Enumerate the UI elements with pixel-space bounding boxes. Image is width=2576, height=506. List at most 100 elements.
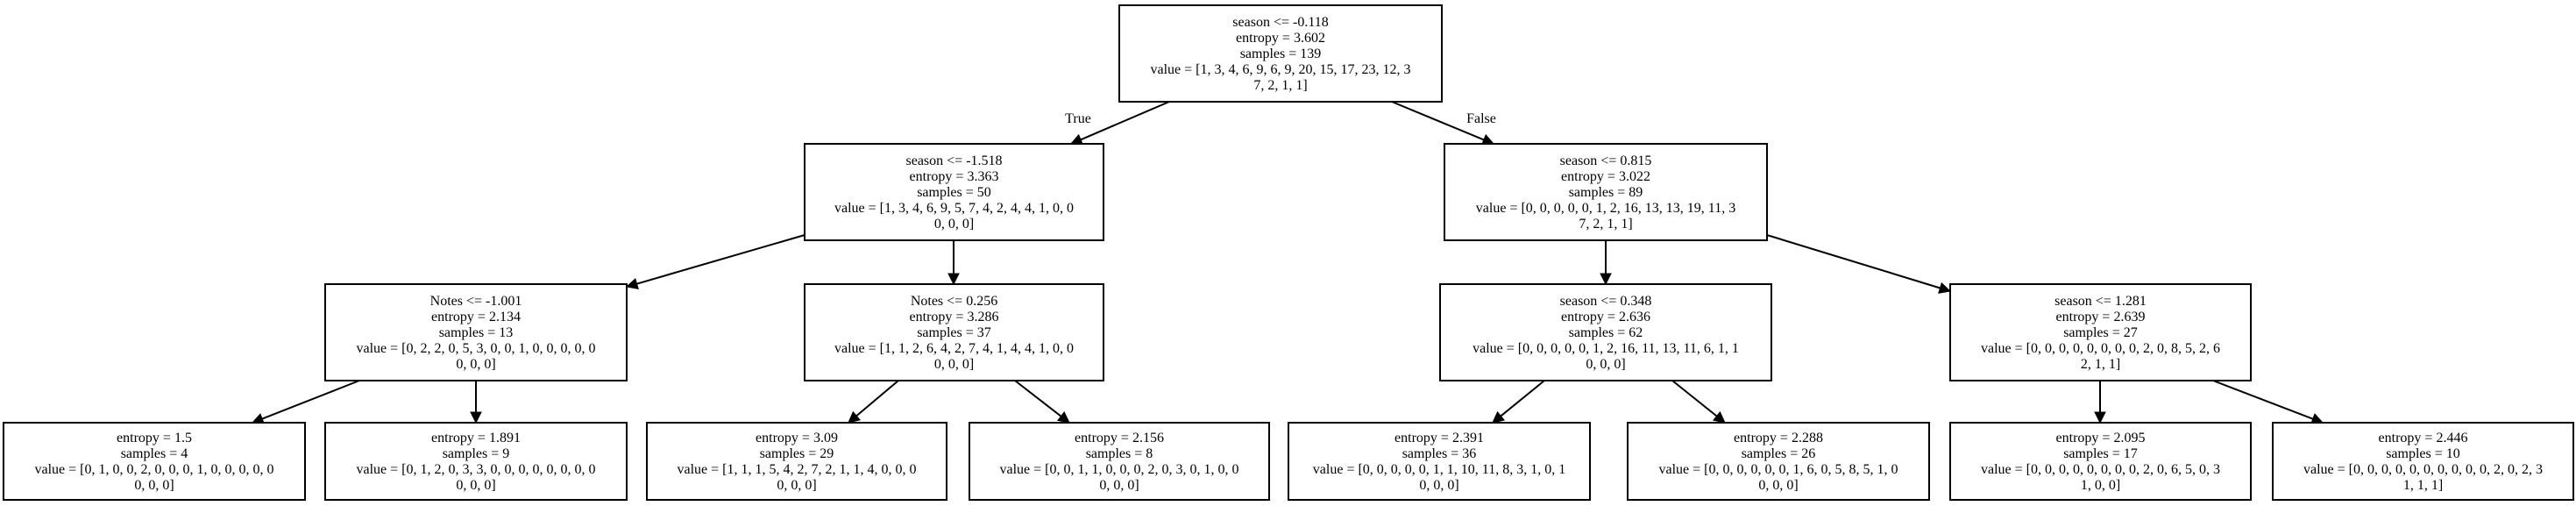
node-text-line: samples = 10 <box>2386 446 2460 461</box>
node-box <box>804 283 1104 381</box>
edge-n1-n2 <box>625 234 805 290</box>
node-text-line: 0, 0, 0] <box>456 357 495 372</box>
node-text-line: 0, 0, 0] <box>1099 478 1139 493</box>
node-text-line: value = [0, 0, 0, 0, 0, 0, 0, 0, 2, 0, 8… <box>1981 341 2220 356</box>
node-text-line: season <= -0.118 <box>1232 15 1328 30</box>
edge-n8-n9 <box>1600 240 1612 286</box>
node-text-line: value = [0, 0, 1, 1, 0, 0, 0, 2, 0, 3, 0… <box>1000 462 1239 477</box>
node-box <box>804 143 1104 241</box>
arrowhead-icon <box>625 277 639 290</box>
edge-n8-n12 <box>1766 234 1952 294</box>
node-box <box>324 283 628 381</box>
node-box <box>1627 422 1930 501</box>
node-text-line: 7, 2, 1, 1] <box>1579 217 1632 232</box>
node-text-line: 0, 0, 0] <box>456 478 495 493</box>
node-text-line: 0, 0, 0] <box>1419 478 1458 493</box>
node-text-line: season <= 0.815 <box>1560 153 1652 168</box>
node-text-line: 0, 0, 0] <box>934 357 974 372</box>
node-text-line: value = [1, 1, 1, 5, 4, 2, 7, 2, 1, 1, 4… <box>678 462 917 477</box>
edge-line <box>1766 234 1941 289</box>
edge-line <box>1391 101 1485 141</box>
node-text-line: entropy = 3.363 <box>910 169 999 184</box>
node-text-line: samples = 4 <box>121 446 188 461</box>
edge-n2-n3 <box>251 380 360 424</box>
edge-label: False <box>1466 111 1496 126</box>
node-text-line: entropy = 3.286 <box>910 310 999 324</box>
edge-n12-n13 <box>2094 381 2106 424</box>
node-text-line: samples = 62 <box>1569 325 1643 340</box>
node-text-line: samples = 36 <box>1402 446 1477 461</box>
edge-n12-n14 <box>2212 380 2324 424</box>
edge-n1-n5 <box>947 240 960 286</box>
node-box <box>2272 422 2574 501</box>
edges-layer: True False <box>251 101 2324 424</box>
node-text-line: entropy = 3.022 <box>1561 169 1650 184</box>
node-text-line: value = [0, 1, 0, 0, 2, 0, 0, 0, 1, 0, 0… <box>35 462 274 477</box>
node-text-line: entropy = 2.446 <box>2379 431 2468 445</box>
arrowhead-icon <box>470 411 482 424</box>
node-text-line: value = [0, 0, 0, 0, 0, 1, 2, 16, 11, 13… <box>1473 341 1739 356</box>
arrowhead-icon <box>947 273 960 286</box>
edge-n9-n11 <box>1671 380 1726 424</box>
node-text-line: samples = 27 <box>2063 325 2138 340</box>
node-text-line: value = [1, 1, 2, 6, 4, 2, 7, 4, 1, 4, 4… <box>834 341 1074 356</box>
edge-n0-n1: True <box>1065 101 1170 146</box>
node-text-line: value = [0, 2, 2, 0, 5, 3, 0, 0, 1, 0, 0… <box>357 341 596 356</box>
edge-line <box>1080 101 1170 141</box>
edge-n5-n7 <box>1014 380 1070 424</box>
node-text-line: samples = 17 <box>2063 446 2138 461</box>
node-text-line: entropy = 2.639 <box>2056 310 2146 324</box>
edge-line <box>261 380 360 420</box>
node-text-line: samples = 26 <box>1742 446 1816 461</box>
node-box <box>1288 422 1591 501</box>
node-box <box>969 422 1270 501</box>
node-text-line: 0, 0, 0] <box>134 478 174 493</box>
node-text-line: entropy = 2.391 <box>1394 431 1484 445</box>
node-text-line: Notes <= 0.256 <box>911 294 997 309</box>
node-text-line: value = [0, 0, 0, 0, 0, 0, 1, 6, 0, 5, 8… <box>1659 462 1898 477</box>
edge-line <box>1014 380 1062 417</box>
node-text-line: season <= 1.281 <box>2054 294 2147 309</box>
node-text-line: 0, 0, 0] <box>934 217 974 232</box>
node-box <box>1439 283 1772 381</box>
node-box <box>324 422 628 501</box>
node-text-line: value = [0, 0, 0, 0, 0, 0, 0, 0, 2, 0, 6… <box>1981 462 2220 477</box>
arrowhead-icon <box>1712 410 1726 424</box>
arrowhead-icon <box>1056 410 1070 424</box>
node-text-line: value = [0, 1, 2, 0, 3, 3, 0, 0, 0, 0, 0… <box>357 462 596 477</box>
node-text-line: entropy = 2.636 <box>1561 310 1650 324</box>
edge-n5-n6 <box>848 380 899 424</box>
node-box <box>3 422 306 501</box>
node-text-line: samples = 139 <box>1240 46 1322 61</box>
arrowhead-icon <box>1600 273 1612 286</box>
node-text-line: samples = 9 <box>443 446 510 461</box>
edge-line <box>1671 380 1718 417</box>
node-box <box>1949 283 2252 381</box>
node-text-line: 2, 1, 1] <box>2081 357 2120 372</box>
edge-line <box>636 234 805 285</box>
arrowhead-icon <box>1492 410 1505 424</box>
node-text-line: entropy = 1.5 <box>117 431 192 445</box>
node-text-line: entropy = 2.095 <box>2056 431 2146 445</box>
edge-n2-n4 <box>470 381 482 424</box>
edge-n0-n8: False <box>1391 101 1496 146</box>
edge-label: True <box>1065 111 1091 126</box>
arrowhead-icon <box>848 410 861 424</box>
arrowhead-icon <box>1938 282 1952 294</box>
node-box <box>646 422 947 501</box>
node-text-line: samples = 89 <box>1569 185 1643 200</box>
node-text-line: value = [0, 0, 0, 0, 0, 1, 2, 16, 13, 13… <box>1476 201 1735 216</box>
node-text-line: 1, 1, 1] <box>2403 478 2443 493</box>
node-text-line: value = [1, 3, 4, 6, 9, 6, 9, 20, 15, 17… <box>1151 62 1411 77</box>
node-text-line: entropy = 2.288 <box>1734 431 1823 445</box>
